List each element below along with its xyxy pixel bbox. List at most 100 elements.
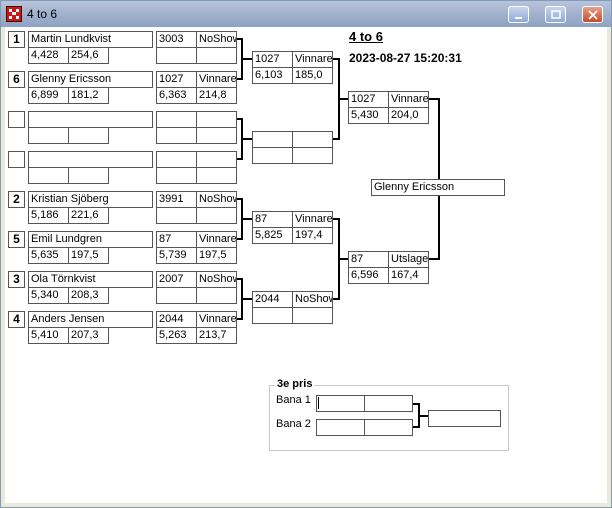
match-score-b[interactable]	[292, 307, 333, 324]
lane1-input-b[interactable]	[364, 395, 413, 412]
match-score-b[interactable]: 213,7	[196, 327, 237, 344]
match-score-b[interactable]: 214,8	[196, 87, 237, 104]
player-score-b[interactable]: 208,3	[68, 287, 109, 304]
match-score-a[interactable]: 5,263	[156, 327, 197, 344]
match-result[interactable]: NoShow	[196, 31, 237, 48]
match-result[interactable]: Vinnare	[196, 71, 237, 88]
player-name[interactable]: Emil Lundgren	[28, 231, 153, 248]
match-number[interactable]: 87	[156, 231, 197, 248]
player-name[interactable]: Martin Lundkvist	[28, 31, 153, 48]
match-score-a[interactable]	[156, 207, 197, 224]
player-name[interactable]	[28, 151, 153, 168]
player-name[interactable]: Kristian Sjöberg	[28, 191, 153, 208]
match-result[interactable]	[196, 111, 237, 128]
player-score-a[interactable]	[28, 127, 69, 144]
match-score-a[interactable]	[156, 127, 197, 144]
player-score-a[interactable]: 5,186	[28, 207, 69, 224]
player-score-a[interactable]: 6,899	[28, 87, 69, 104]
seed-number: 6	[8, 71, 25, 88]
player-score-a[interactable]: 5,410	[28, 327, 69, 344]
champion-field[interactable]: Glenny Ericsson	[371, 179, 505, 196]
tournament-title: 4 to 6	[349, 29, 383, 44]
match-score-a[interactable]: 6,363	[156, 87, 197, 104]
seed-number: 5	[8, 231, 25, 248]
match-number[interactable]: 2044	[156, 311, 197, 328]
player-score-b[interactable]: 207,3	[68, 327, 109, 344]
player-name[interactable]: Ola Törnkvist	[28, 271, 153, 288]
match-number[interactable]: 3003	[156, 31, 197, 48]
match-number[interactable]: 87	[348, 251, 389, 268]
match-score-b[interactable]	[196, 127, 237, 144]
match-number[interactable]	[156, 111, 197, 128]
match-result[interactable]: NoShow	[292, 291, 333, 308]
seed-number: 2	[8, 191, 25, 208]
match-number[interactable]: 1027	[252, 51, 293, 68]
lane1-input-a[interactable]	[316, 395, 365, 412]
match-result[interactable]: Vinnare	[196, 231, 237, 248]
match-result[interactable]: Vinnare	[292, 51, 333, 68]
match-result[interactable]: Vinnare	[388, 91, 429, 108]
third-place-winner-field[interactable]	[428, 410, 501, 427]
match-result[interactable]: Utslager	[388, 251, 429, 268]
player-score-a[interactable]	[28, 167, 69, 184]
player-score-b[interactable]: 197,5	[68, 247, 109, 264]
match-number[interactable]: 2044	[252, 291, 293, 308]
match-number[interactable]: 1027	[156, 71, 197, 88]
player-score-b[interactable]	[68, 167, 109, 184]
match-number[interactable]: 87	[252, 211, 293, 228]
match-score-b[interactable]: 185,0	[292, 67, 333, 84]
match-score-b[interactable]	[196, 47, 237, 64]
player-score-b[interactable]: 221,6	[68, 207, 109, 224]
match-score-a[interactable]	[252, 147, 293, 164]
player-score-b[interactable]	[68, 127, 109, 144]
lane2-input-b[interactable]	[364, 419, 413, 436]
seed-number: 4	[8, 311, 25, 328]
match-result[interactable]: NoShow	[196, 191, 237, 208]
match-score-a[interactable]: 6,103	[252, 67, 293, 84]
close-button[interactable]	[582, 6, 603, 23]
match-score-b[interactable]: 197,5	[196, 247, 237, 264]
match-score-b[interactable]	[196, 167, 237, 184]
player-score-b[interactable]: 181,2	[68, 87, 109, 104]
player-score-a[interactable]: 5,340	[28, 287, 69, 304]
minimize-button[interactable]	[508, 6, 529, 23]
player-score-a[interactable]: 4,428	[28, 47, 69, 64]
lane2-label: Bana 2	[276, 418, 311, 430]
match-score-a[interactable]: 5,430	[348, 107, 389, 124]
match-result[interactable]: NoShow	[196, 271, 237, 288]
player-score-b[interactable]: 254,6	[68, 47, 109, 64]
match-score-a[interactable]: 6,596	[348, 267, 389, 284]
maximize-icon	[551, 10, 561, 19]
match-score-a[interactable]	[156, 167, 197, 184]
match-score-b[interactable]	[292, 147, 333, 164]
match-number[interactable]	[156, 151, 197, 168]
match-score-b[interactable]: 197,4	[292, 227, 333, 244]
match-result[interactable]	[292, 131, 333, 148]
match-score-a[interactable]: 5,739	[156, 247, 197, 264]
player-name[interactable]: Anders Jensen	[28, 311, 153, 328]
player-name[interactable]: Glenny Ericsson	[28, 71, 153, 88]
match-score-b[interactable]	[196, 207, 237, 224]
app-icon[interactable]	[6, 6, 22, 22]
lane1-label: Bana 1	[276, 394, 311, 406]
match-result[interactable]: Vinnare	[292, 211, 333, 228]
match-score-a[interactable]	[252, 307, 293, 324]
match-score-a[interactable]	[156, 47, 197, 64]
title-bar[interactable]: 4 to 6	[1, 1, 611, 27]
match-score-a[interactable]: 5,825	[252, 227, 293, 244]
match-result[interactable]: Vinnare	[196, 311, 237, 328]
match-score-a[interactable]	[156, 287, 197, 304]
lane2-input-a[interactable]	[316, 419, 365, 436]
match-score-b[interactable]: 204,0	[388, 107, 429, 124]
match-result[interactable]	[196, 151, 237, 168]
match-score-b[interactable]: 167,4	[388, 267, 429, 284]
maximize-button[interactable]	[545, 6, 566, 23]
player-score-a[interactable]: 5,635	[28, 247, 69, 264]
match-number[interactable]	[252, 131, 293, 148]
player-name[interactable]	[28, 111, 153, 128]
match-number[interactable]: 2007	[156, 271, 197, 288]
match-number[interactable]: 1027	[348, 91, 389, 108]
match-number[interactable]: 3991	[156, 191, 197, 208]
minimize-icon	[515, 17, 522, 19]
match-score-b[interactable]	[196, 287, 237, 304]
